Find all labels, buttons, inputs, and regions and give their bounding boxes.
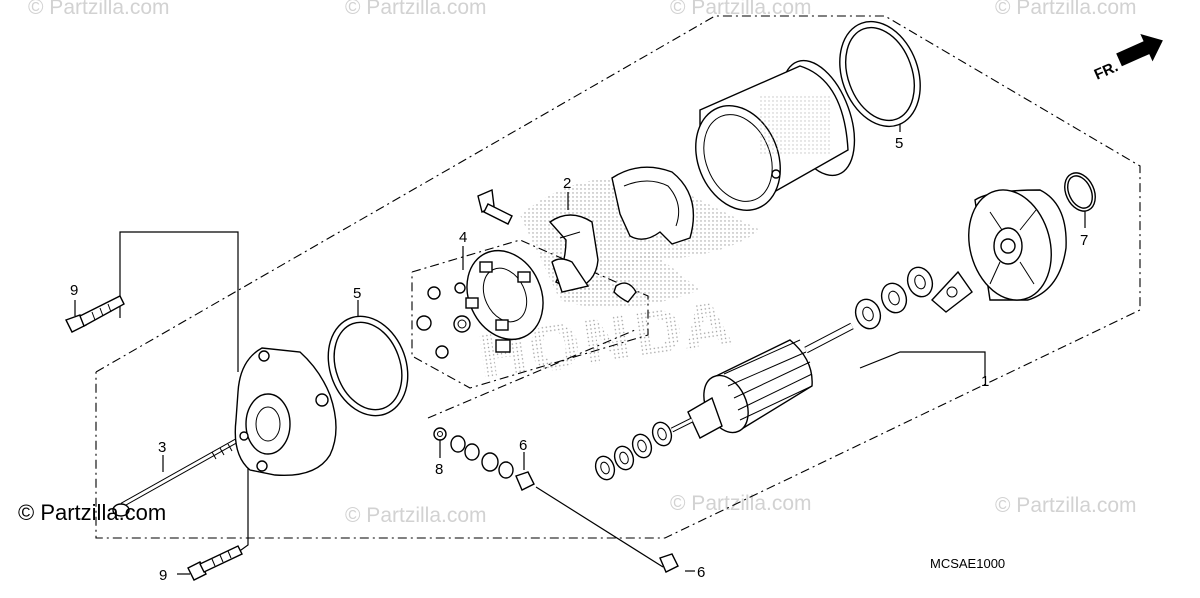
callout-2: 2 [563, 175, 571, 192]
o-ring-5-right [839, 20, 921, 128]
callout-4: 4 [459, 229, 467, 246]
callout-9-upper: 9 [70, 282, 78, 299]
front-housing [234, 347, 337, 477]
o-ring-7 [1064, 172, 1096, 212]
arrow-right-icon [1116, 33, 1163, 67]
front-direction-indicator: FR. [1092, 33, 1163, 84]
through-bolt-3 [112, 438, 238, 517]
diagram-code: MCSAE1000 [930, 556, 1005, 571]
callout-6-upper: 6 [519, 437, 527, 454]
watermark-text: © Partzilla.com [670, 0, 812, 19]
watermark-text: © Partzilla.com [345, 504, 487, 527]
watermark-text: © Partzilla.com [28, 0, 170, 19]
watermark-text: © Partzilla.com [345, 0, 487, 19]
callout-3: 3 [158, 439, 166, 456]
brush-holder-4 [416, 249, 544, 359]
rear-cover [968, 189, 1067, 301]
brush-shield [611, 166, 695, 245]
front-washers [594, 421, 673, 481]
callout-6-lower: 6 [697, 564, 705, 581]
watermark-text: © Partzilla.com [995, 494, 1137, 517]
watermark-text: © Partzilla.com [670, 492, 812, 515]
terminal-hardware [433, 427, 679, 573]
brush-holder-outline [411, 239, 649, 389]
brush-set-2 [477, 188, 637, 303]
copyright-label: © Partzilla.com [18, 500, 166, 525]
rear-washers [854, 266, 973, 330]
yoke-housing [695, 59, 856, 211]
callout-9-lower: 9 [159, 567, 167, 584]
callout-8: 8 [435, 461, 443, 478]
callout-7: 7 [1080, 232, 1088, 249]
bolt-9-lower [187, 545, 243, 581]
watermark-text: © Partzilla.com [995, 0, 1137, 19]
callout-1: 1 [981, 373, 989, 390]
o-ring-5-left [327, 315, 409, 417]
callout-5-left: 5 [353, 285, 361, 302]
armature-1 [670, 322, 854, 439]
callout-5-right: 5 [895, 135, 903, 152]
bolt-9-upper [65, 295, 125, 333]
direction-label: FR. [1092, 58, 1121, 83]
assembly-outline [95, 15, 1141, 539]
